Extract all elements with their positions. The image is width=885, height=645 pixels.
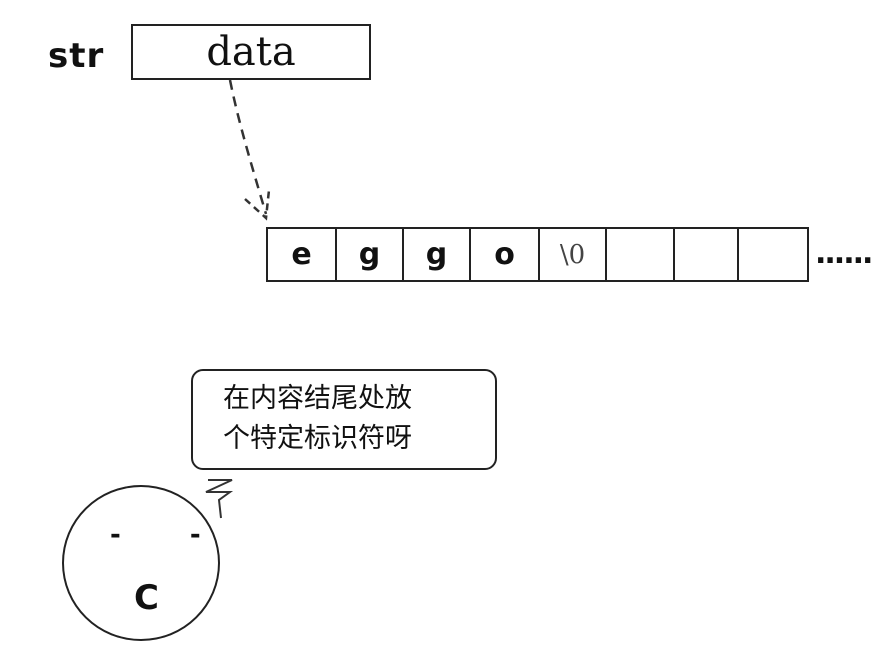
variable-name: str xyxy=(48,36,105,76)
memory-cell: g xyxy=(404,229,471,280)
arrow-shaft xyxy=(228,79,268,215)
continuation-ellipsis: ...... xyxy=(815,236,873,271)
speech-bubble: 在内容结尾处放 个特定标识符呀 xyxy=(191,369,497,470)
memory-cell: g xyxy=(337,229,404,280)
pointer-value: data xyxy=(206,29,296,75)
memory-cell: o xyxy=(471,229,540,280)
pointer-box: data xyxy=(131,24,371,80)
null-terminator-cell: \0 xyxy=(540,229,607,280)
memory-cell: e xyxy=(268,229,337,280)
memory-cell xyxy=(739,229,807,280)
speech-line-1: 在内容结尾处放 xyxy=(223,383,412,414)
arrow-head xyxy=(244,189,271,221)
memory-cell xyxy=(675,229,739,280)
memory-cell xyxy=(607,229,675,280)
face-circle xyxy=(62,485,220,641)
memory-cells: e g g o \0 xyxy=(266,227,809,282)
face-eyes: - - xyxy=(110,520,231,550)
speech-tail xyxy=(205,479,234,519)
face-mouth: C xyxy=(134,578,159,618)
speech-line-2: 个特定标识符呀 xyxy=(223,423,412,454)
